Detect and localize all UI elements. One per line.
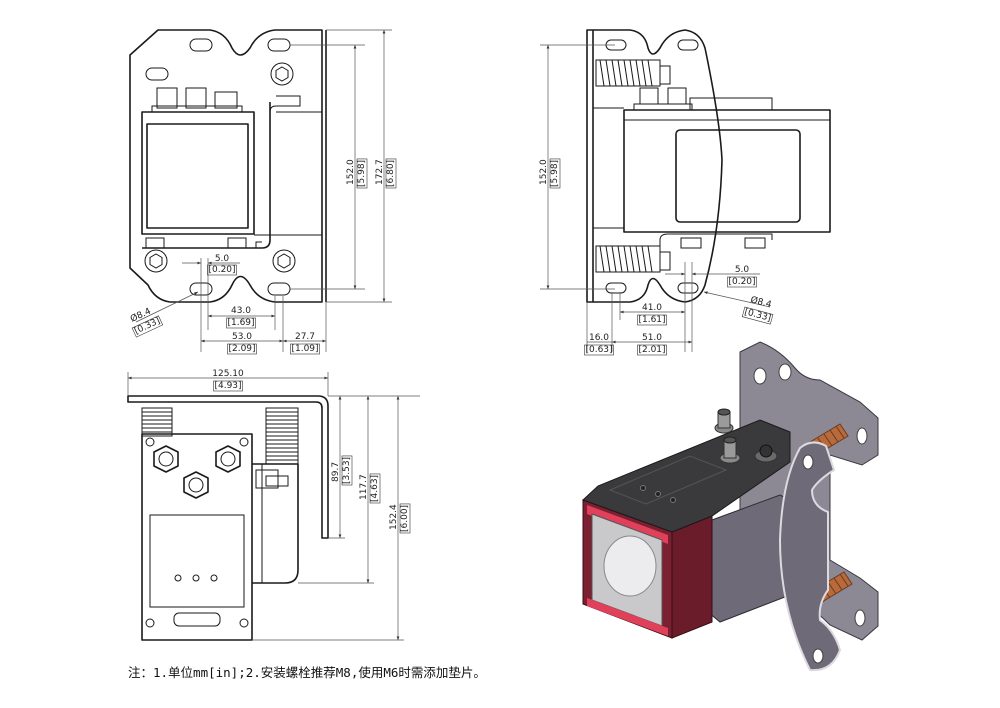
dim-side-vertical-spacing-in: [5.98] xyxy=(550,160,560,187)
inch-box xyxy=(727,276,757,288)
top-camera-back xyxy=(141,433,253,641)
dim-front-outer-spacing-in: [2.09] xyxy=(228,344,255,354)
inch-box xyxy=(637,314,667,326)
front-camera-body xyxy=(141,111,255,235)
dim-side-edge-mm: 16.0 xyxy=(589,333,609,343)
iso-camera-top xyxy=(582,419,791,533)
dim-side-edge-in: [0.63] xyxy=(585,345,612,355)
inch-box xyxy=(213,380,243,392)
drawing-note: 注：1.单位mm[in];2.安装螺栓推荐M8,使用M6时需添加垫片。 xyxy=(128,665,486,680)
iso-camera-side xyxy=(671,515,713,639)
dim-front-slot-offset-in: [0.20] xyxy=(208,265,235,275)
dim-top-housing-depth-in: [4.63] xyxy=(370,475,380,502)
spring-top xyxy=(595,59,661,87)
inch-box xyxy=(399,503,411,534)
side-camera-body xyxy=(623,109,831,233)
inch-box xyxy=(341,455,353,486)
top-view: 125.10 [4.93] 89.7 [3.53] 117.7 [4.63] 1… xyxy=(127,369,420,641)
dim-top-bracket-depth-in: [3.53] xyxy=(342,457,352,484)
dim-front-edge-in: [1.09] xyxy=(291,344,318,354)
dim-side-inner-spacing-in: [1.61] xyxy=(638,315,665,325)
dim-side-slot-offset-in: [0.20] xyxy=(728,277,755,287)
slot xyxy=(145,67,169,81)
dim-front-edge-mm: 27.7 xyxy=(295,332,315,342)
slot xyxy=(267,282,291,296)
dim-top-overall-width-mm: 125.10 xyxy=(212,369,244,379)
side-bracket-outline xyxy=(586,29,723,303)
inch-box xyxy=(131,315,164,338)
slot xyxy=(267,38,291,52)
dim-front-inner-spacing-mm: 43.0 xyxy=(231,306,251,316)
top-bracket-plate xyxy=(127,395,329,539)
dim-side-outer-spacing-mm: 51.0 xyxy=(642,333,662,343)
inch-box xyxy=(741,306,774,325)
dim-top-housing-depth-mm: 117.7 xyxy=(359,474,369,500)
dim-side-inner-spacing-mm: 41.0 xyxy=(642,303,662,313)
inch-box xyxy=(369,473,381,504)
dim-front-outer-spacing-mm: 53.0 xyxy=(232,332,252,342)
top-spring-left xyxy=(141,407,173,437)
iso-u-bracket xyxy=(707,494,791,623)
inch-box xyxy=(290,343,320,355)
iso-front-bracket xyxy=(778,441,842,672)
slot xyxy=(189,38,213,52)
inch-box xyxy=(637,344,667,356)
dim-side-slot-offset-mm: 5.0 xyxy=(735,265,750,275)
front-bracket-outline xyxy=(129,29,323,303)
connector-power xyxy=(215,445,241,473)
dim-top-overall-depth-mm: 152.4 xyxy=(389,504,399,530)
dim-top-overall-width-in: [4.93] xyxy=(214,381,241,391)
inch-box xyxy=(226,317,256,329)
spring-bottom xyxy=(595,245,661,273)
dim-top-overall-depth-in: [6.00] xyxy=(400,505,410,532)
dim-front-overall-height-in: [6.80] xyxy=(386,160,396,187)
dim-top-bracket-depth-mm: 89.7 xyxy=(331,462,341,482)
inch-box xyxy=(385,158,397,189)
side-view: 152.0 [5.98] 5.0 [0.20] Ø8.4 [0.33] 41.0… xyxy=(539,29,831,356)
dim-front-overall-height-mm: 172.7 xyxy=(375,159,385,185)
isometric-view xyxy=(582,341,879,672)
dim-side-vertical-spacing-mm: 152.0 xyxy=(539,159,549,185)
inch-box xyxy=(227,343,257,355)
connector-m12 xyxy=(153,445,179,473)
dim-side-slot-dia-mm: Ø8.4 xyxy=(749,294,773,310)
dim-front-vertical-spacing-in: [5.98] xyxy=(357,160,367,187)
inch-box xyxy=(549,158,561,189)
inch-box xyxy=(207,264,237,276)
top-spring-right xyxy=(265,407,299,465)
dim-front-inner-spacing-in: [1.69] xyxy=(227,318,254,328)
dim-front-vertical-spacing-mm: 152.0 xyxy=(346,159,356,185)
dim-side-outer-spacing-in: [2.01] xyxy=(638,345,665,355)
connector-m8 xyxy=(183,471,209,499)
inch-box xyxy=(356,158,368,189)
front-view: 5.0 [0.20] Ø8.4 [0.33] 43.0 [1.69] 53.0 … xyxy=(129,29,397,355)
dim-front-slot-offset-mm: 5.0 xyxy=(215,254,230,264)
inch-box xyxy=(584,344,614,356)
iso-connectors xyxy=(714,408,778,464)
